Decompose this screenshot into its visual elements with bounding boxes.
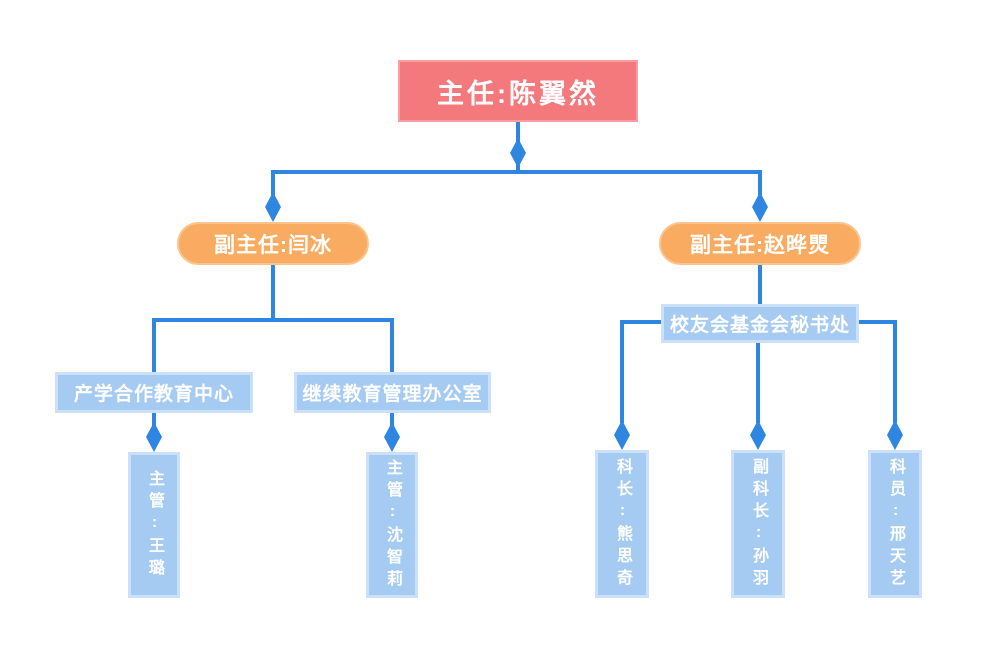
- connector-dept-continuing-drop: [390, 320, 394, 372]
- connector-staff-xiong-siqi-drop: [620, 320, 624, 423]
- arrow-into-staff-wang-lu-icon: [146, 422, 162, 452]
- node-staff-sun-yu-label: 副科长:孙羽: [750, 457, 767, 591]
- node-dept-continuing-education-office[interactable]: 继续教育管理办公室: [294, 372, 491, 413]
- node-secretariat[interactable]: 校友会基金会秘书处: [661, 304, 859, 343]
- node-staff-shen-zhili[interactable]: 主管:沈智莉: [366, 452, 418, 598]
- connector-staff-xing-tianyi-drop: [893, 320, 897, 423]
- connector-dept-continuing-down: [390, 413, 394, 428]
- node-staff-sun-yu[interactable]: 副科长:孙羽: [731, 450, 785, 598]
- connector-dept-industry-down: [152, 413, 156, 428]
- node-director[interactable]: 主任:陈翼然: [398, 60, 638, 122]
- connector-deputy-left-down: [271, 264, 275, 320]
- node-staff-xiong-siqi[interactable]: 科长:熊思奇: [595, 450, 649, 598]
- node-director-label: 主任:陈翼然: [437, 78, 599, 109]
- node-deputy-right-label: 副主任:赵晔煛: [690, 233, 830, 257]
- arrow-into-deputy-left-icon: [265, 192, 281, 222]
- connector-left-branch-horizontal: [152, 318, 394, 322]
- node-staff-wang-lu-label: 主管:王璐: [146, 469, 163, 581]
- connector-staff-sun-yu-drop: [756, 343, 760, 423]
- arrow-into-staff-xing-tianyi-icon: [887, 420, 903, 450]
- arrow-into-staff-sun-yu-icon: [750, 420, 766, 450]
- node-deputy-right[interactable]: 副主任:赵晔煛: [659, 222, 861, 265]
- connector-deputy-left-drop: [271, 170, 275, 196]
- connector-secretariat-right-arm: [859, 320, 897, 324]
- node-deputy-left[interactable]: 副主任:闫冰: [177, 222, 369, 265]
- arrow-into-staff-xiong-siqi-icon: [614, 420, 630, 450]
- node-deputy-left-label: 副主任:闫冰: [214, 233, 332, 257]
- arrow-into-staff-shen-zhili-icon: [384, 422, 400, 452]
- node-dept-industry-label: 产学合作教育中心: [73, 384, 234, 405]
- node-staff-wang-lu[interactable]: 主管:王璐: [128, 452, 180, 598]
- connector-deputy-right-drop: [758, 170, 762, 196]
- connector-dept-industry-drop: [152, 320, 156, 372]
- connector-deputy-right-down: [758, 264, 762, 304]
- node-staff-xiong-siqi-label: 科长:熊思奇: [614, 457, 631, 591]
- node-secretariat-label: 校友会基金会秘书处: [669, 315, 850, 336]
- node-dept-industry-education-center[interactable]: 产学合作教育中心: [55, 372, 253, 413]
- connector-secretariat-left-arm: [620, 320, 661, 324]
- node-staff-xing-tianyi-label: 科员:邢天艺: [887, 457, 904, 591]
- node-dept-continuing-label: 继续教育管理办公室: [302, 384, 483, 405]
- arrow-director-split-icon: [510, 138, 526, 168]
- connector-level1-horizontal: [271, 170, 762, 174]
- node-staff-xing-tianyi[interactable]: 科员:邢天艺: [868, 450, 922, 598]
- node-staff-shen-zhili-label: 主管:沈智莉: [384, 458, 401, 592]
- arrow-into-deputy-right-icon: [752, 192, 768, 222]
